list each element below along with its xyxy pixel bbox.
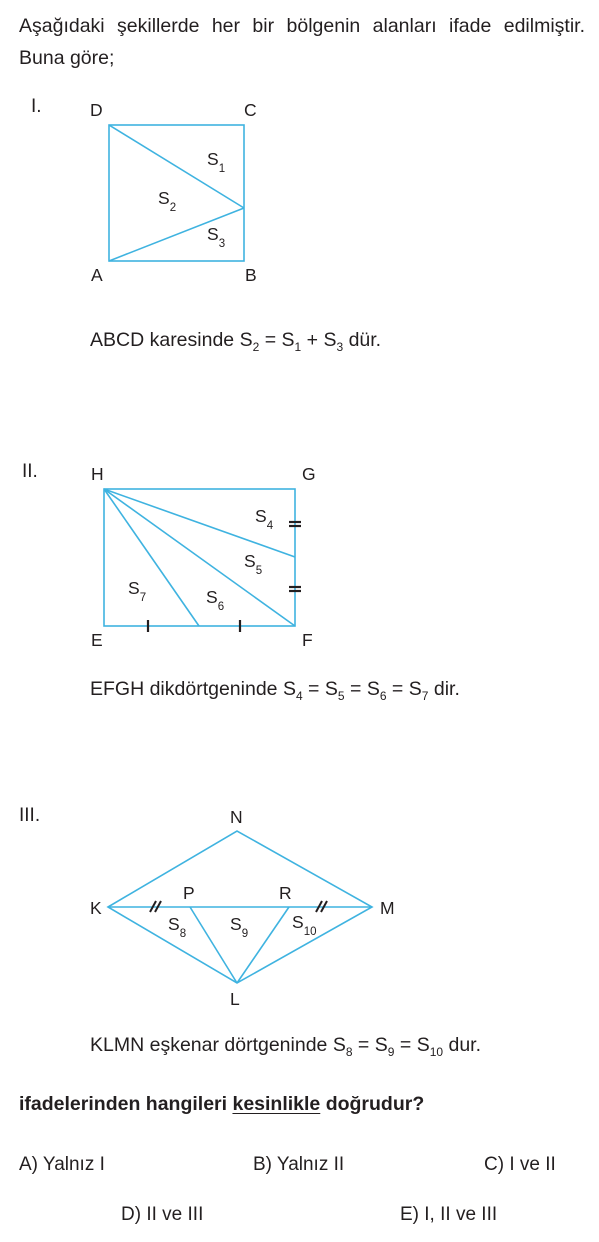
region-s8-label: S8 bbox=[168, 914, 186, 940]
region-s10-label: S10 bbox=[292, 912, 316, 938]
figure-1-square-diagram: D C A B S1 S2 S3 bbox=[90, 100, 257, 285]
segment-a-to-bc-mid bbox=[108, 207, 245, 262]
option-c[interactable]: C) I ve II bbox=[484, 1154, 556, 1175]
vertex-h: H bbox=[91, 464, 104, 484]
vertex-n: N bbox=[230, 807, 243, 827]
figure-3-rhombus-diagram: N K M L P R S8 S9 S10 bbox=[90, 807, 395, 1009]
region-s4-label: S4 bbox=[255, 506, 274, 532]
region-s1-label: S1 bbox=[207, 149, 225, 175]
option-e[interactable]: E) I, II ve III bbox=[400, 1204, 498, 1225]
tick-rm-b bbox=[320, 900, 328, 913]
segment-lp bbox=[189, 906, 238, 984]
region-s3-label: S3 bbox=[207, 224, 225, 250]
figure-2-rectangle-diagram: H G E F S4 S5 S6 S7 bbox=[91, 464, 316, 650]
region-s7-label: S7 bbox=[128, 578, 146, 604]
segment-d-to-bc-mid bbox=[108, 124, 245, 209]
option-a[interactable]: A) Yalnız I bbox=[19, 1154, 105, 1175]
segment-h-to-gf-mid bbox=[103, 488, 296, 558]
vertex-k: K bbox=[90, 898, 102, 918]
vertex-b: B bbox=[245, 265, 257, 285]
tick-kp-a bbox=[149, 900, 157, 913]
vertex-c: C bbox=[244, 100, 257, 120]
question-stem: ifadelerinden hangileri kesinlikle doğru… bbox=[19, 1093, 425, 1115]
square-abcd bbox=[108, 124, 245, 262]
figure-3-numeral: III. bbox=[19, 805, 41, 826]
segment-lr bbox=[236, 906, 290, 984]
figure-2-numeral: II. bbox=[22, 461, 38, 482]
option-d[interactable]: D) II ve III bbox=[121, 1204, 204, 1225]
option-b[interactable]: B) Yalnız II bbox=[253, 1154, 345, 1175]
statement-3: KLMN eşkenar dörtgeninde S8 = S9 = S10 d… bbox=[90, 1034, 482, 1059]
vertex-l: L bbox=[230, 989, 240, 1009]
emphasis-keyword: kesinlikle bbox=[232, 1093, 321, 1115]
vertex-g: G bbox=[302, 464, 316, 484]
segment-h-to-ef-mid bbox=[103, 488, 200, 627]
tick-kp-b bbox=[154, 900, 162, 913]
tick-rm-a bbox=[315, 900, 323, 913]
region-s5-label: S5 bbox=[244, 551, 262, 577]
vertex-e: E bbox=[91, 630, 103, 650]
vertex-a: A bbox=[91, 265, 103, 285]
segment-h-to-f bbox=[103, 488, 296, 627]
vertex-d: D bbox=[90, 100, 103, 120]
statement-1: ABCD karesinde S2 = S1 + S3 dür. bbox=[90, 329, 382, 354]
region-s9-label: S9 bbox=[230, 914, 248, 940]
point-r: R bbox=[279, 883, 292, 903]
question-intro: Aşağıdaki şekillerde her bir bölgenin al… bbox=[19, 15, 585, 69]
region-s6-label: S6 bbox=[206, 587, 224, 613]
region-s2-label: S2 bbox=[158, 188, 176, 214]
vertex-m: M bbox=[380, 898, 395, 918]
point-p: P bbox=[183, 883, 195, 903]
rectangle-efgh bbox=[103, 488, 296, 627]
figure-1-numeral: I. bbox=[31, 96, 42, 117]
vertex-f: F bbox=[302, 630, 313, 650]
statement-2: EFGH dikdörtgeninde S4 = S5 = S6 = S7 di… bbox=[90, 678, 460, 703]
